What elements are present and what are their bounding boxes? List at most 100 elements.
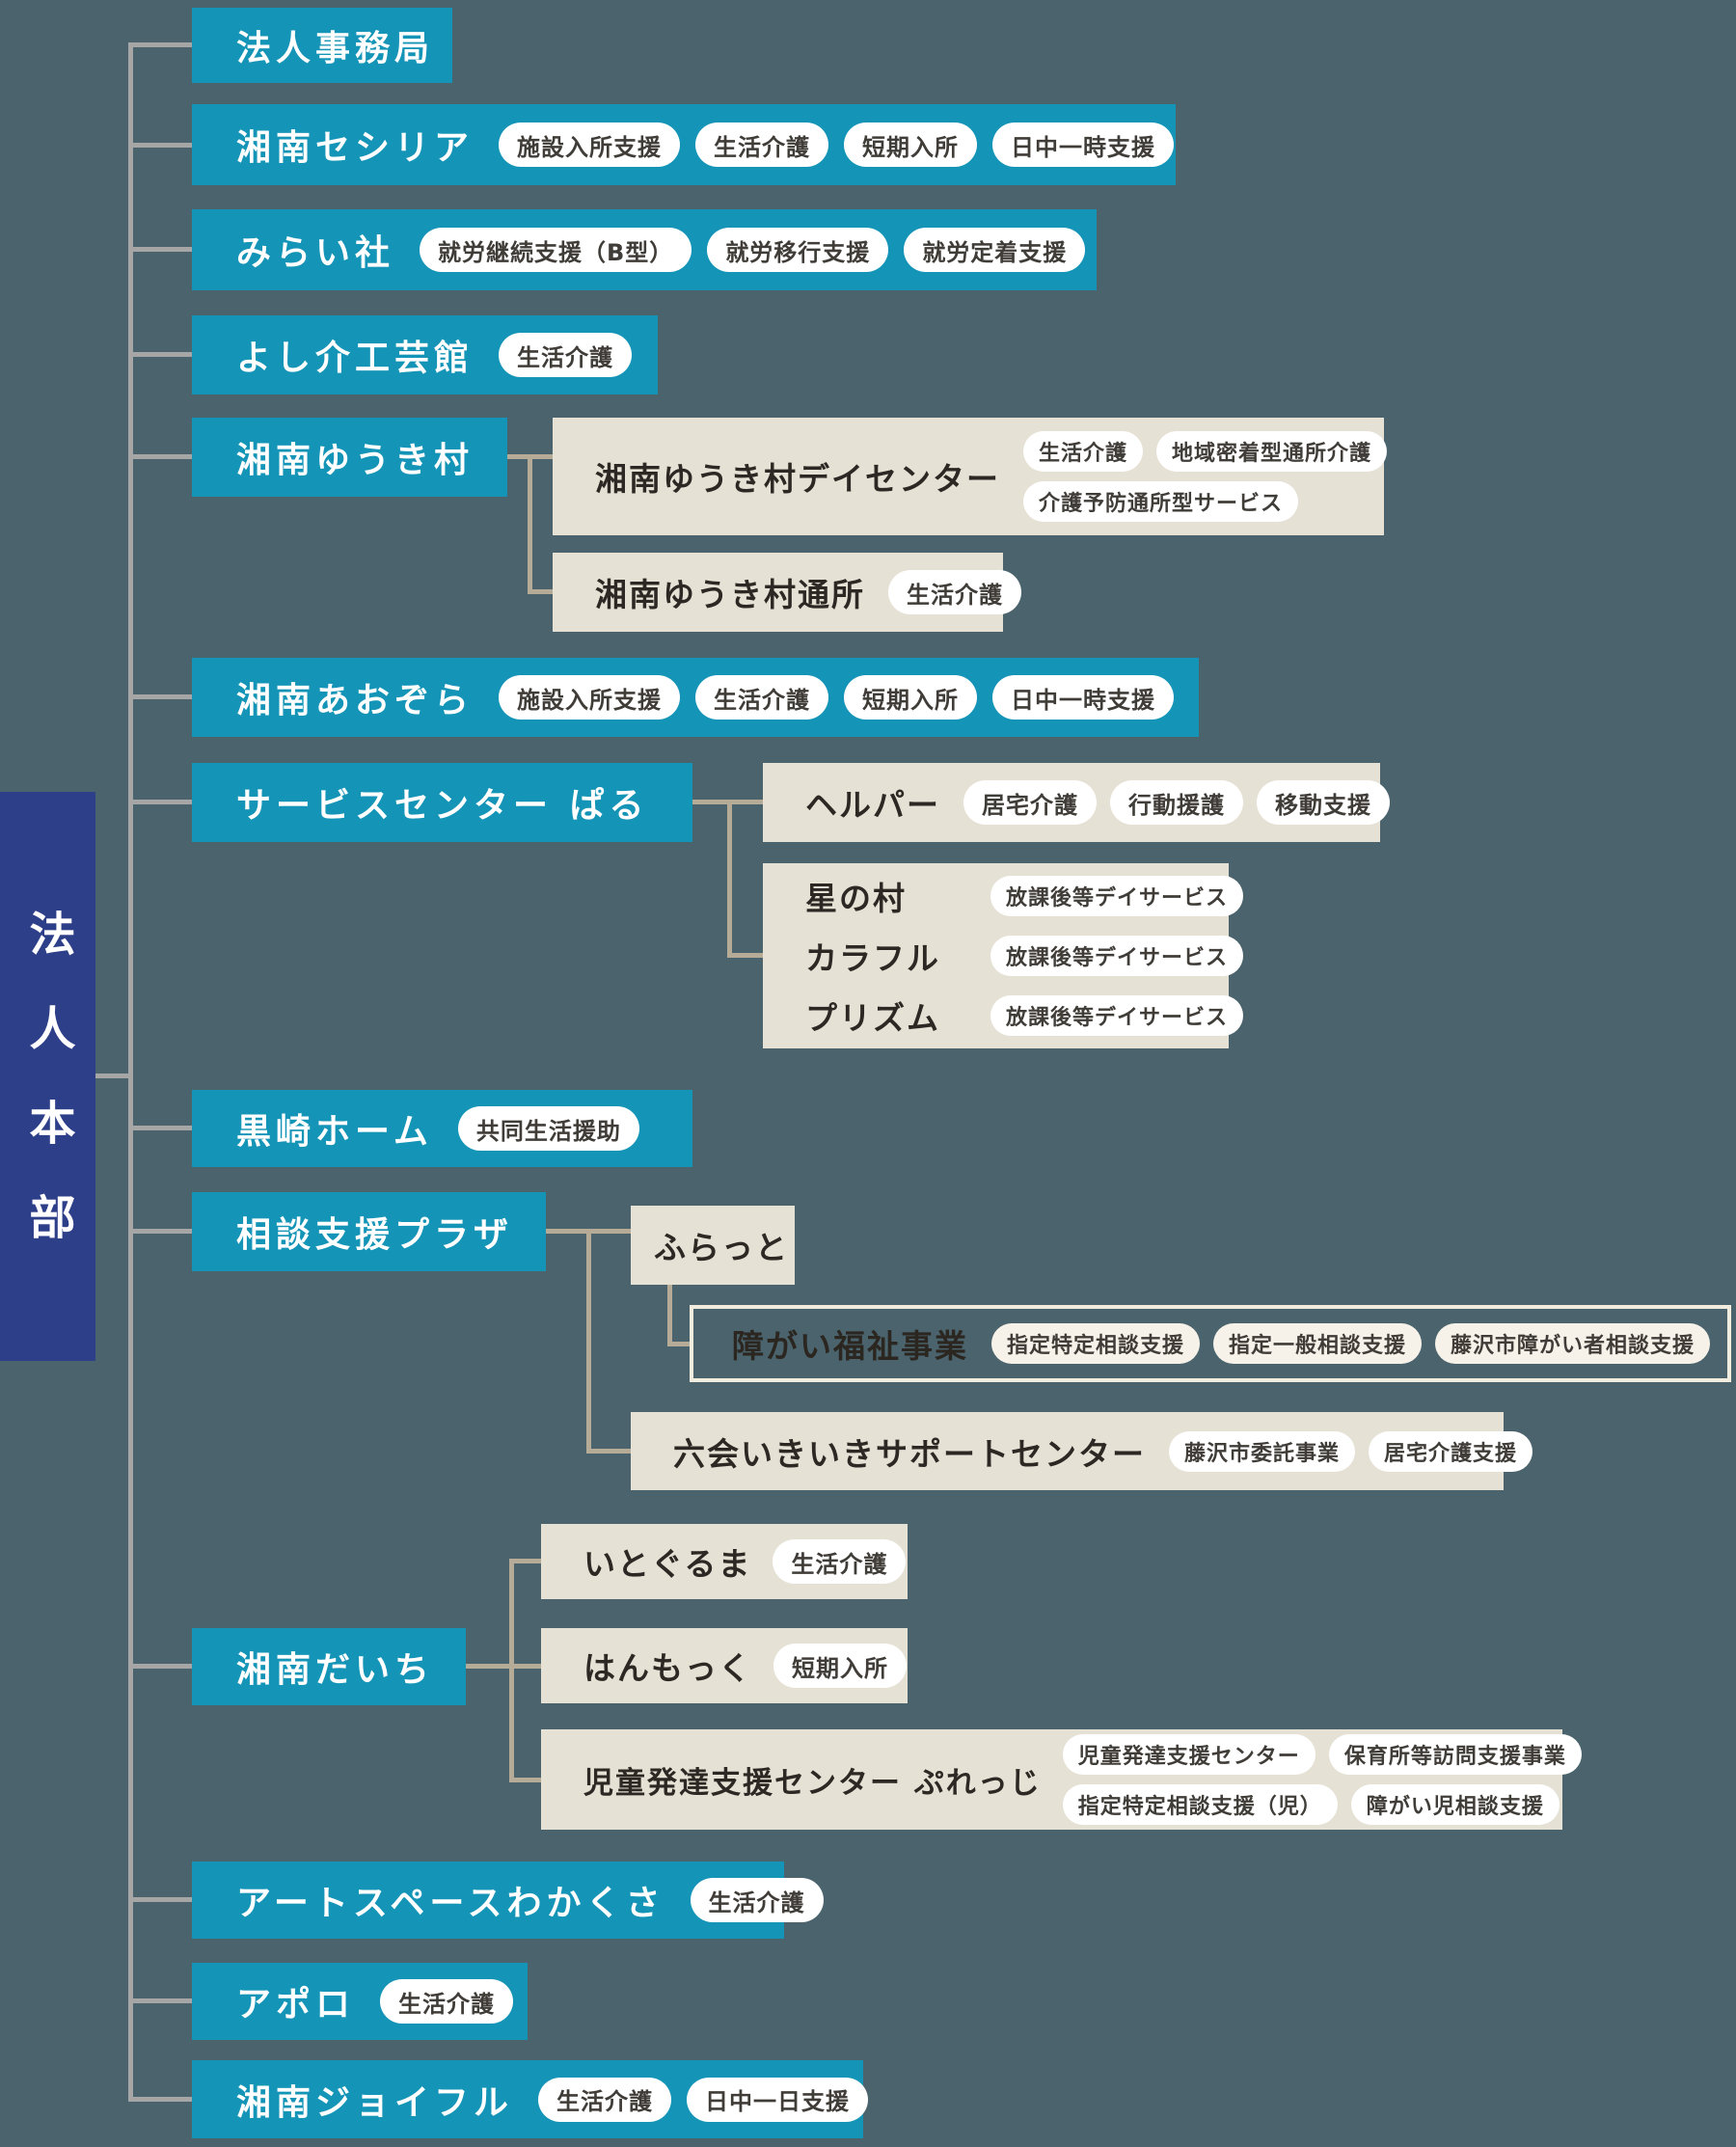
node-title: 湘南だいち xyxy=(236,1650,435,1690)
connector-palu-v xyxy=(727,800,732,956)
node-title: 湘南ゆうき村通所 xyxy=(595,576,865,613)
service-tag: 行動援護 xyxy=(1110,780,1243,825)
node-hoshi-group: 星の村 放課後等デイサービス カラフル 放課後等デイサービス プリズム 放課後等… xyxy=(763,863,1244,1048)
service-tag: 日中一時支援 xyxy=(992,675,1175,720)
connector-daichi-v xyxy=(509,1559,514,1780)
node-itoguruma: いとぐるま 生活介護 xyxy=(541,1524,908,1599)
node-title: 六会いきいきサポートセンター xyxy=(673,1434,1146,1473)
node-title: 湘南セシリア xyxy=(236,128,475,168)
node-title: アポロ xyxy=(236,1985,356,2025)
node-title: ヘルパー xyxy=(805,786,940,824)
node-title: 児童発達支援センター ぷれっじ xyxy=(583,1765,1042,1801)
connector-plaza-h2 xyxy=(586,1449,631,1454)
service-tag: 放課後等デイサービス xyxy=(990,995,1244,1036)
service-tag: 生活介護 xyxy=(695,122,829,167)
node-title: 相談支援プラザ xyxy=(236,1215,514,1255)
node-title: よし介工芸館 xyxy=(236,339,475,378)
connector-daichi-h3 xyxy=(509,1778,541,1782)
connector-daichi-h2 xyxy=(509,1559,541,1563)
node-joyful: 湘南ジョイフル 生活介護 日中一日支援 xyxy=(192,2060,869,2138)
service-tag: 生活介護 xyxy=(690,1878,824,1922)
service-tag: 保育所等訪問支援事業 xyxy=(1328,1734,1582,1775)
service-tag: 生活介護 xyxy=(773,1539,907,1584)
service-tag: 日中一時支援 xyxy=(992,122,1175,167)
service-tag: 障がい児相談支援 xyxy=(1350,1784,1560,1825)
node-artspace: アートスペースわかくさ 生活介護 xyxy=(192,1862,824,1939)
facility-name: カラフル xyxy=(805,939,940,977)
connector-stub-palu xyxy=(128,800,192,804)
node-aozora: 湘南あおぞら 施設入所支援 生活介護 短期入所 日中一時支援 xyxy=(192,658,1199,737)
node-yukimura: 湘南ゆうき村 xyxy=(192,418,507,497)
service-tag: 藤沢市委託事業 xyxy=(1169,1430,1356,1472)
service-tag: 生活介護 xyxy=(499,333,633,377)
service-tag: 居宅介護 xyxy=(963,780,1097,825)
connector-stub-cecilia xyxy=(128,143,192,148)
node-title: 湘南ゆうき村デイセンター xyxy=(595,460,1000,498)
service-tag: 就労定着支援 xyxy=(904,228,1086,272)
node-title: ふらっと xyxy=(654,1229,789,1266)
connector-stub-aozora xyxy=(128,694,192,699)
node-title: はんもっく xyxy=(583,1649,752,1687)
connector-yukimura-h2 xyxy=(528,589,553,594)
node-daichi: 湘南だいち xyxy=(192,1628,466,1705)
connector-furatto-h xyxy=(667,1342,692,1346)
node-title: 湘南ゆうき村 xyxy=(236,441,475,480)
node-houjin-honbu: 法人本部 xyxy=(0,792,95,1361)
service-tag: 生活介護 xyxy=(1023,431,1144,472)
node-title: いとぐるま xyxy=(583,1545,752,1583)
service-tag: 短期入所 xyxy=(844,122,978,167)
service-tag: 児童発達支援センター xyxy=(1062,1734,1316,1775)
service-tag: 生活介護 xyxy=(380,1979,514,2024)
root-title: 法人本部 xyxy=(20,910,75,1288)
service-tag: 移動支援 xyxy=(1257,780,1390,825)
connector-stub-apollo xyxy=(128,1998,192,2003)
service-tag: 介護予防通所型サービス xyxy=(1023,481,1299,522)
service-tag: 生活介護 xyxy=(538,2077,672,2122)
node-title: みらい社 xyxy=(236,233,395,273)
node-shogai-fukushi: 障がい福祉事業 指定特定相談支援 指定一般相談支援 藤沢市障がい者相談支援 xyxy=(690,1305,1731,1382)
node-yukimura-tsusho: 湘南ゆうき村通所 生活介護 xyxy=(553,553,1021,632)
node-title: 法人事務局 xyxy=(236,29,435,68)
node-hammock: はんもっく 短期入所 xyxy=(541,1628,908,1703)
node-jimukyoku: 法人事務局 xyxy=(192,8,452,83)
connector-stub-kurosaki xyxy=(128,1126,192,1130)
service-tag: 藤沢市障がい者相談支援 xyxy=(1435,1323,1711,1364)
connector-stub-daichi xyxy=(128,1664,192,1669)
node-pledge: 児童発達支援センター ぷれっじ 児童発達支援センター 保育所等訪問支援事業 指定… xyxy=(541,1729,1582,1830)
node-palu: サービスセンター ぱる xyxy=(192,763,692,842)
node-yoshisuke: よし介工芸館 生活介護 xyxy=(192,315,658,394)
node-plaza: 相談支援プラザ xyxy=(192,1192,546,1271)
node-kurosaki: 黒崎ホーム 共同生活援助 xyxy=(192,1090,692,1167)
service-tag: 指定特定相談支援 xyxy=(991,1323,1201,1364)
node-apollo: アポロ 生活介護 xyxy=(192,1963,528,2040)
facility-name: プリズム xyxy=(805,999,940,1037)
node-yukimura-day-center: 湘南ゆうき村デイセンター 生活介護 地域密着型通所介護 介護予防通所型サービス xyxy=(553,418,1388,535)
node-title: 黒崎ホーム xyxy=(236,1112,433,1152)
service-tag: 指定一般相談支援 xyxy=(1213,1323,1423,1364)
connector-root-stub xyxy=(92,1074,133,1078)
connector-plaza-v1 xyxy=(586,1229,591,1452)
service-tag: 放課後等デイサービス xyxy=(990,936,1244,976)
node-miraisha: みらい社 就労継続支援（B型） 就労移行支援 就労定着支援 xyxy=(192,209,1097,290)
connector-stub-yukimura xyxy=(128,454,192,459)
service-tag: 放課後等デイサービス xyxy=(990,876,1244,916)
service-tag: 地域密着型通所介護 xyxy=(1156,431,1388,472)
connector-palu-h2 xyxy=(727,953,763,958)
connector-trunk-vertical xyxy=(128,44,133,2102)
service-tag: 短期入所 xyxy=(844,675,978,720)
service-tag: 短期入所 xyxy=(773,1644,907,1688)
service-tag: 生活介護 xyxy=(695,675,829,720)
connector-yukimura-v xyxy=(528,454,532,592)
service-tag: 居宅介護支援 xyxy=(1369,1430,1533,1472)
node-helper: ヘルパー 居宅介護 行動援護 移動支援 xyxy=(763,763,1390,842)
node-title: アートスペースわかくさ xyxy=(236,1884,665,1923)
service-tag: 施設入所支援 xyxy=(499,122,681,167)
node-furatto: ふらっと xyxy=(631,1206,795,1285)
connector-stub-joyful xyxy=(128,2097,192,2102)
service-tag: 指定特定相談支援（児） xyxy=(1062,1784,1338,1825)
service-tag: 日中一日支援 xyxy=(687,2077,869,2122)
service-tag: 生活介護 xyxy=(888,570,1021,614)
service-tag: 施設入所支援 xyxy=(499,675,681,720)
connector-stub-miraisha xyxy=(128,247,192,252)
